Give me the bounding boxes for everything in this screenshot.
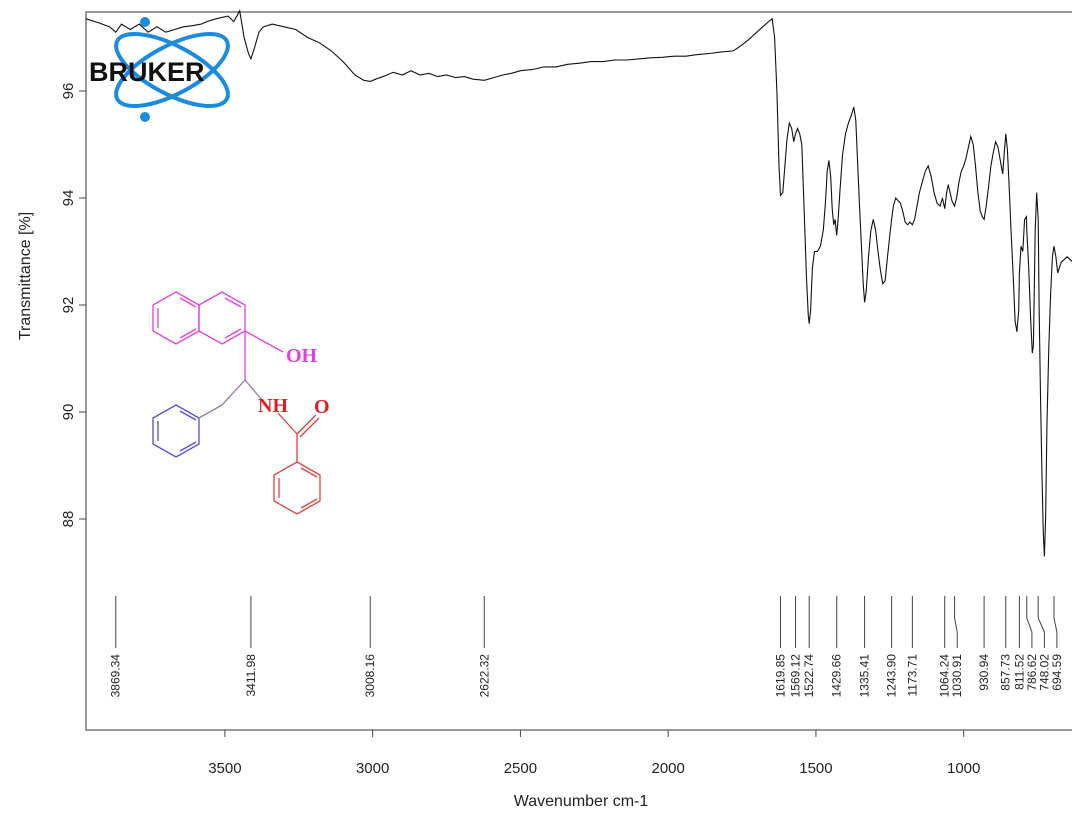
x-tick-label: 2500 [504, 760, 537, 777]
plot-frame [85, 11, 1072, 731]
peak-leader-line [954, 596, 958, 648]
x-tick-label: 1500 [799, 760, 832, 777]
logo-text: BRUKER [89, 57, 205, 87]
x-axis: 3500 3000 2500 2000 1500 1000 [208, 730, 980, 777]
peak-label: 1173.71 [905, 654, 919, 697]
oh-label: OH [286, 345, 318, 367]
peak-label: 1522.74 [802, 654, 816, 698]
x-tick-label: 3000 [356, 760, 389, 777]
y-axis: 88 90 92 94 96 [60, 83, 86, 528]
peak-label: 1429.66 [830, 654, 844, 698]
peak-label: 786.62 [1025, 654, 1039, 691]
peak-label: 3411.98 [244, 654, 258, 697]
logo-electron-bottom [140, 112, 150, 122]
peak-leader-line [1053, 596, 1058, 648]
linker-bonds [198, 379, 263, 419]
peak-label: 857.73 [999, 654, 1013, 691]
peak-label: 1569.12 [789, 654, 803, 698]
logo-orbit-2 [114, 31, 230, 109]
peak-leader-line [1026, 596, 1033, 648]
x-axis-title: Wavenumber cm-1 [514, 793, 649, 810]
spectrum-line [85, 9, 1072, 557]
x-tick-label: 2000 [651, 760, 684, 777]
peak-label: 2622.32 [477, 654, 491, 698]
x-tick-label: 1000 [947, 760, 980, 777]
nh-label: NH [258, 395, 288, 417]
peak-label: 1619.85 [774, 654, 788, 698]
y-axis-title: Transmittance [%] [17, 212, 34, 340]
carbonyl-o-label: O [314, 396, 330, 418]
y-tick-label: 88 [60, 511, 77, 528]
peak-label: 1243.90 [885, 654, 899, 698]
y-tick-label: 94 [60, 190, 77, 207]
x-tick-label: 3500 [208, 760, 241, 777]
peak-label: 3869.34 [109, 654, 123, 698]
molecule-structure: OH NH O [152, 291, 330, 515]
peak-label: 811.52 [1012, 654, 1026, 690]
peak-label: 694.59 [1050, 654, 1064, 691]
peak-label: 1064.24 [938, 654, 952, 698]
benzoyl-group [273, 412, 321, 515]
peak-label: 3008.16 [363, 654, 377, 698]
peak-label: 748.02 [1037, 654, 1051, 691]
peak-leader-line [1037, 596, 1045, 648]
y-tick-label: 96 [60, 83, 77, 100]
peak-label: 930.94 [977, 654, 991, 691]
peak-label: 1335.41 [858, 654, 872, 698]
logo-electron-top [140, 17, 150, 27]
bruker-logo: BRUKER [89, 17, 230, 122]
naphthol-rings [152, 291, 284, 380]
peak-label: 1030.91 [950, 654, 964, 698]
y-tick-label: 92 [60, 297, 77, 314]
logo-orbit-1 [114, 31, 230, 109]
phenyl-ring [152, 404, 200, 458]
y-tick-label: 90 [60, 404, 77, 421]
